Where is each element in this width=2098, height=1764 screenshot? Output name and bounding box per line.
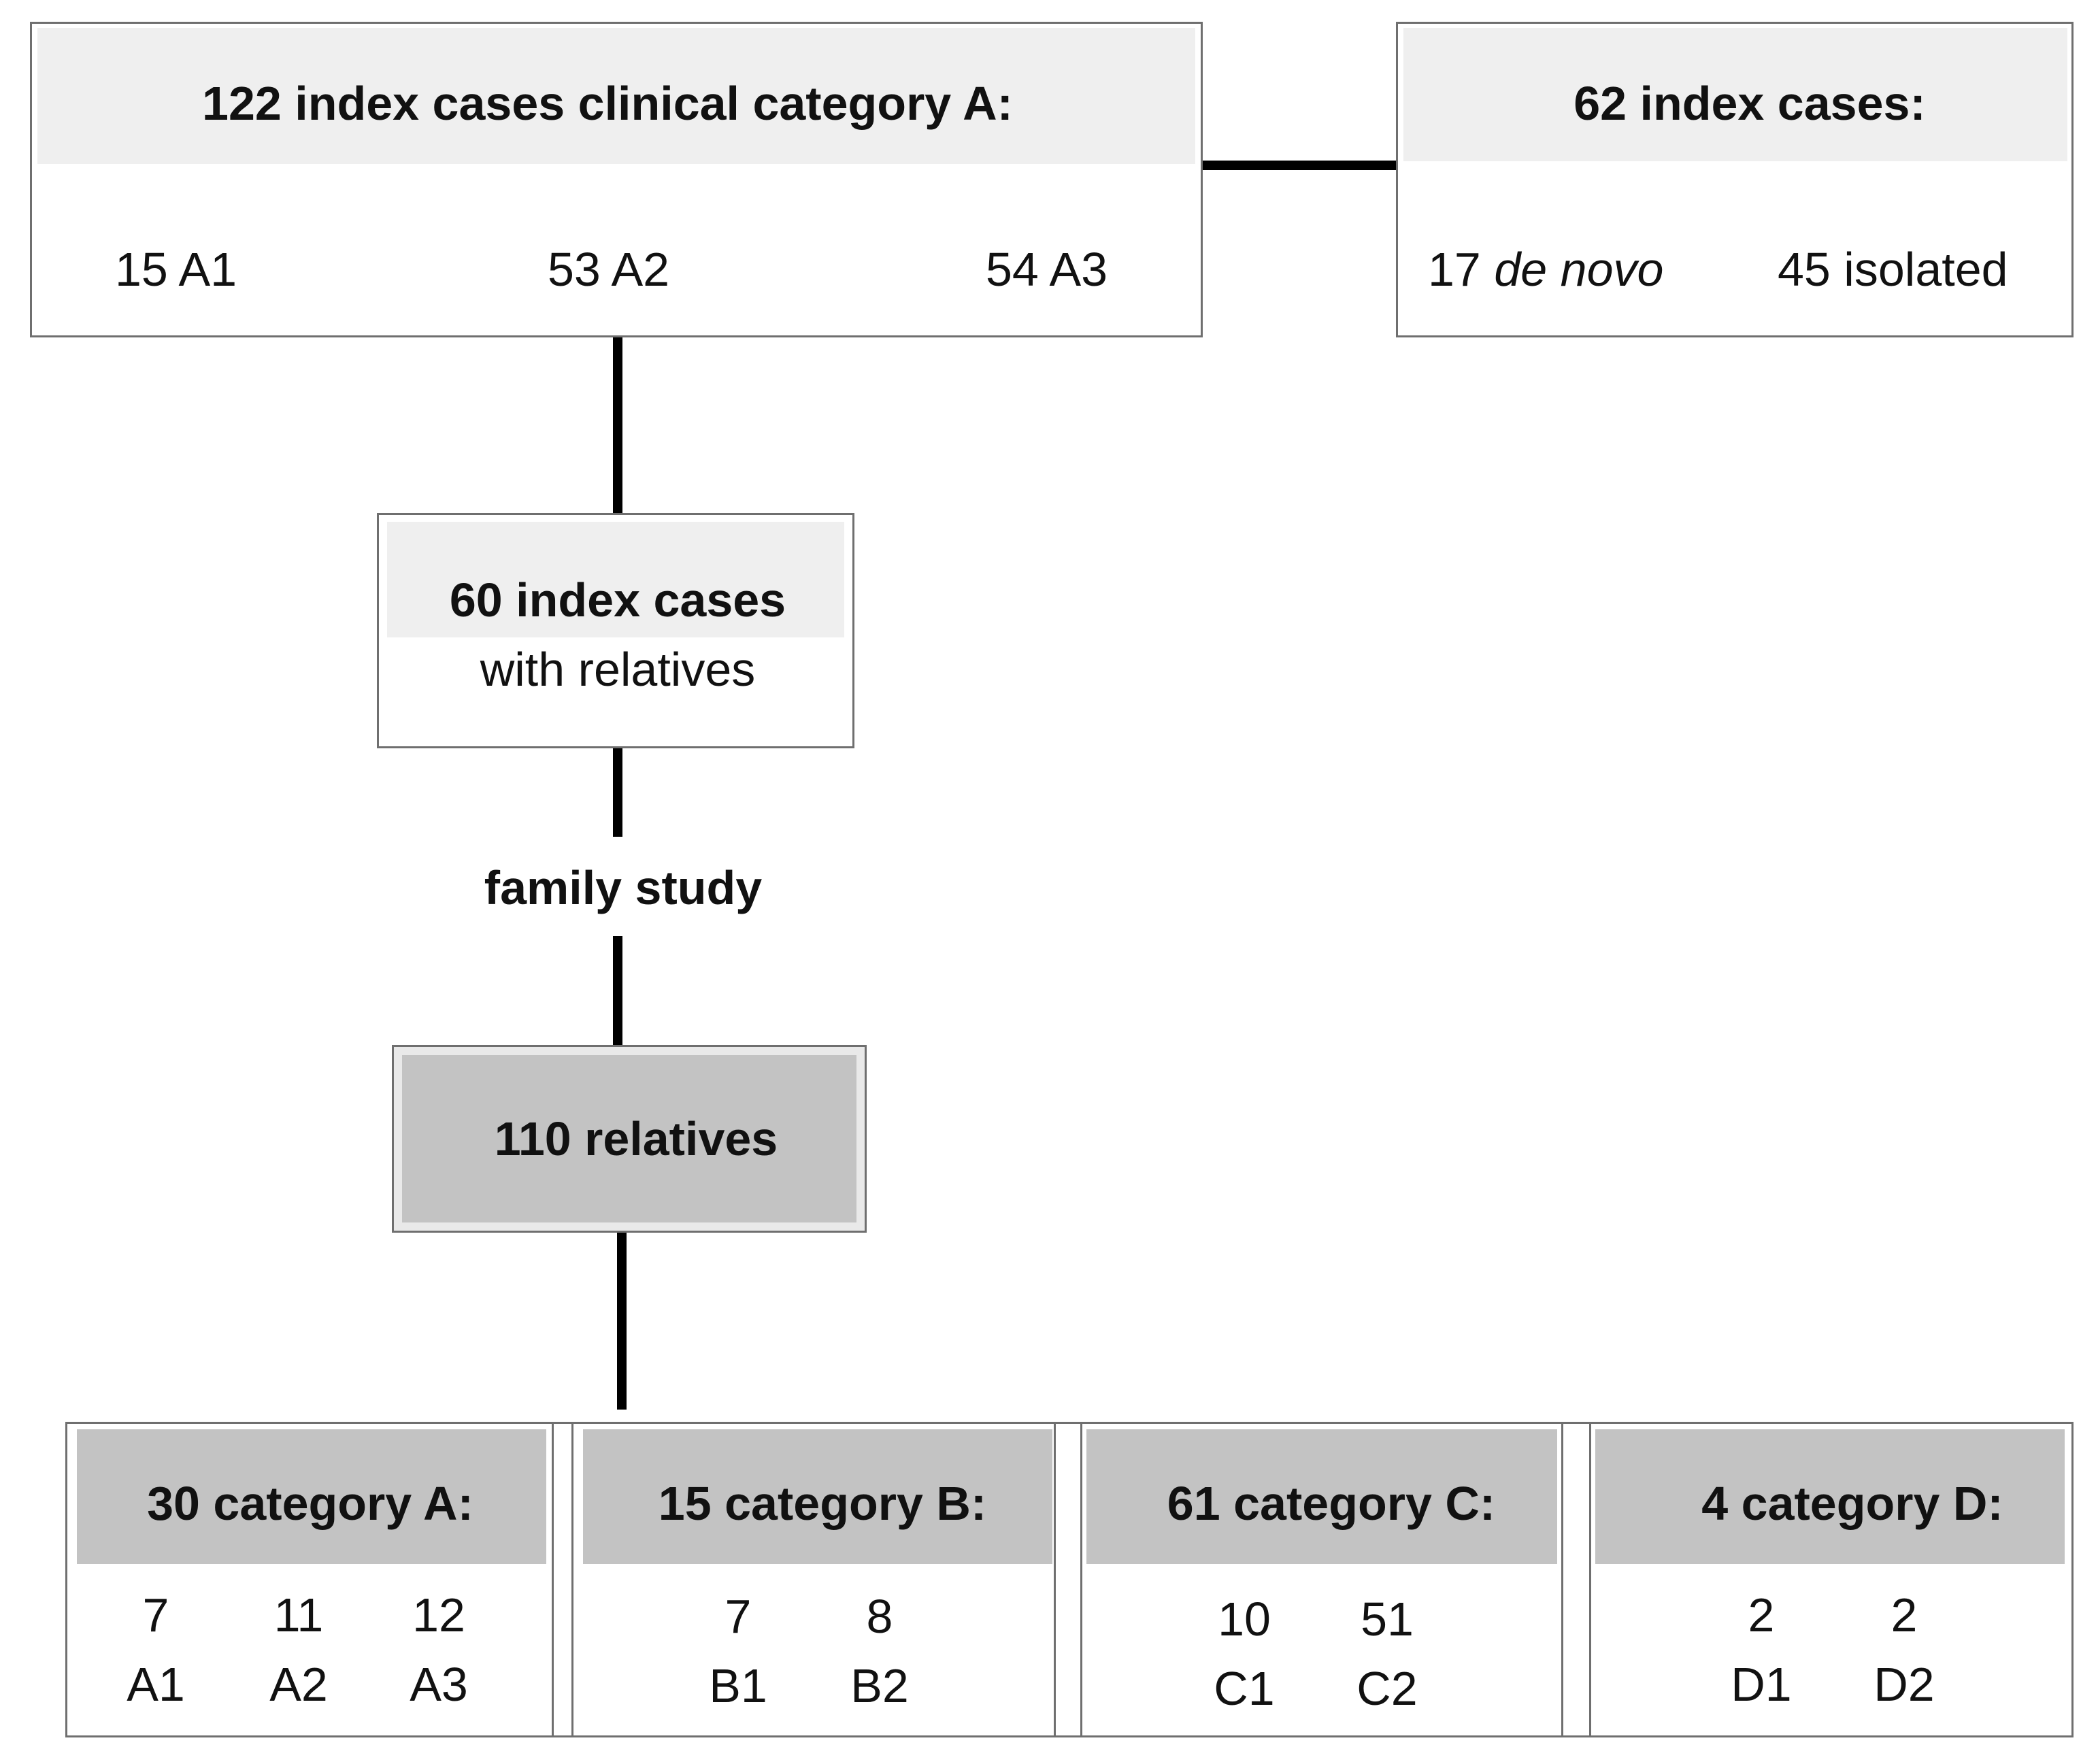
category-d-box: 4 category D: 2 2 D1 D2 <box>1589 1422 2074 1737</box>
header-band <box>77 1429 546 1564</box>
header-band <box>387 522 844 637</box>
box-title: 62 index cases: <box>1574 77 1926 130</box>
category-c-box: 61 category C: 10 51 C1 C2 <box>1080 1422 1563 1737</box>
header-band <box>1595 1429 2065 1564</box>
count-b1: 7 <box>725 1590 752 1643</box>
count-a3: 12 <box>412 1588 465 1642</box>
count-b2: 8 <box>866 1590 893 1643</box>
count-a2: 11 <box>273 1588 324 1642</box>
de-novo-label: de novo <box>1494 243 1664 296</box>
item-a3: 54 A3 <box>986 243 1108 296</box>
box-title: 60 index cases <box>449 573 786 627</box>
count-c1: 10 <box>1218 1593 1271 1646</box>
label-d2: D2 <box>1874 1658 1935 1711</box>
header-band <box>1403 28 2067 161</box>
connector-bottom-vertical <box>617 1231 627 1410</box>
box-title: 4 category D: <box>1701 1477 2003 1530</box>
item-a2: 53 A2 <box>548 243 670 296</box>
item-a1: 15 A1 <box>115 243 237 296</box>
bottom-rail-top <box>65 1422 2074 1424</box>
label-c2: C2 <box>1356 1662 1418 1715</box>
relatives-band <box>402 1055 856 1222</box>
label-a1: A1 <box>127 1658 185 1711</box>
header-band <box>1086 1429 1557 1564</box>
category-b-box: 15 category B: 7 8 B1 B2 <box>571 1422 1056 1737</box>
category-a-box: 30 category A: 7 11 12 A1 A2 A3 <box>65 1422 554 1737</box>
index-cases-other-box: 62 index cases: 17 de novo 45 isolated <box>1396 22 2074 337</box>
connector-middle-lower <box>613 936 622 1046</box>
family-study-label: family study <box>484 861 763 914</box>
box-title: 15 category B: <box>658 1477 987 1530</box>
header-band <box>37 28 1195 164</box>
label-b1: B1 <box>709 1659 767 1712</box>
isolated-item: 45 isolated <box>1778 243 2008 296</box>
box-title: 122 index cases clinical category A: <box>202 77 1013 130</box>
box-subtitle: with relatives <box>480 643 756 696</box>
bottom-rail-bottom <box>65 1735 2074 1737</box>
de-novo-count: 17 <box>1428 243 1481 296</box>
count-d1: 2 <box>1748 1588 1775 1642</box>
header-band <box>583 1429 1052 1564</box>
count-c2: 51 <box>1361 1593 1414 1646</box>
label-a3: A3 <box>410 1658 468 1711</box>
label-b2: B2 <box>850 1659 909 1712</box>
box-title: 30 category A: <box>147 1477 473 1530</box>
label-d1: D1 <box>1731 1658 1792 1711</box>
count-a1: 7 <box>142 1588 169 1642</box>
connector-top-horizontal <box>1201 161 1399 170</box>
index-cases-category-a-box: 122 index cases clinical category A: 15 … <box>30 22 1203 337</box>
index-cases-with-relatives-box: 60 index cases with relatives <box>377 513 854 748</box>
relatives-box: 110 relatives <box>392 1045 867 1233</box>
box-title: 110 relatives <box>494 1112 778 1165</box>
label-a2: A2 <box>269 1658 328 1711</box>
connector-middle-upper <box>613 747 622 837</box>
connector-top-vertical <box>613 336 622 514</box>
label-c1: C1 <box>1214 1662 1275 1715</box>
de-novo-item: 17 de novo <box>1428 246 1663 293</box>
box-title: 61 category C: <box>1167 1477 1496 1530</box>
count-d2: 2 <box>1891 1588 1918 1642</box>
